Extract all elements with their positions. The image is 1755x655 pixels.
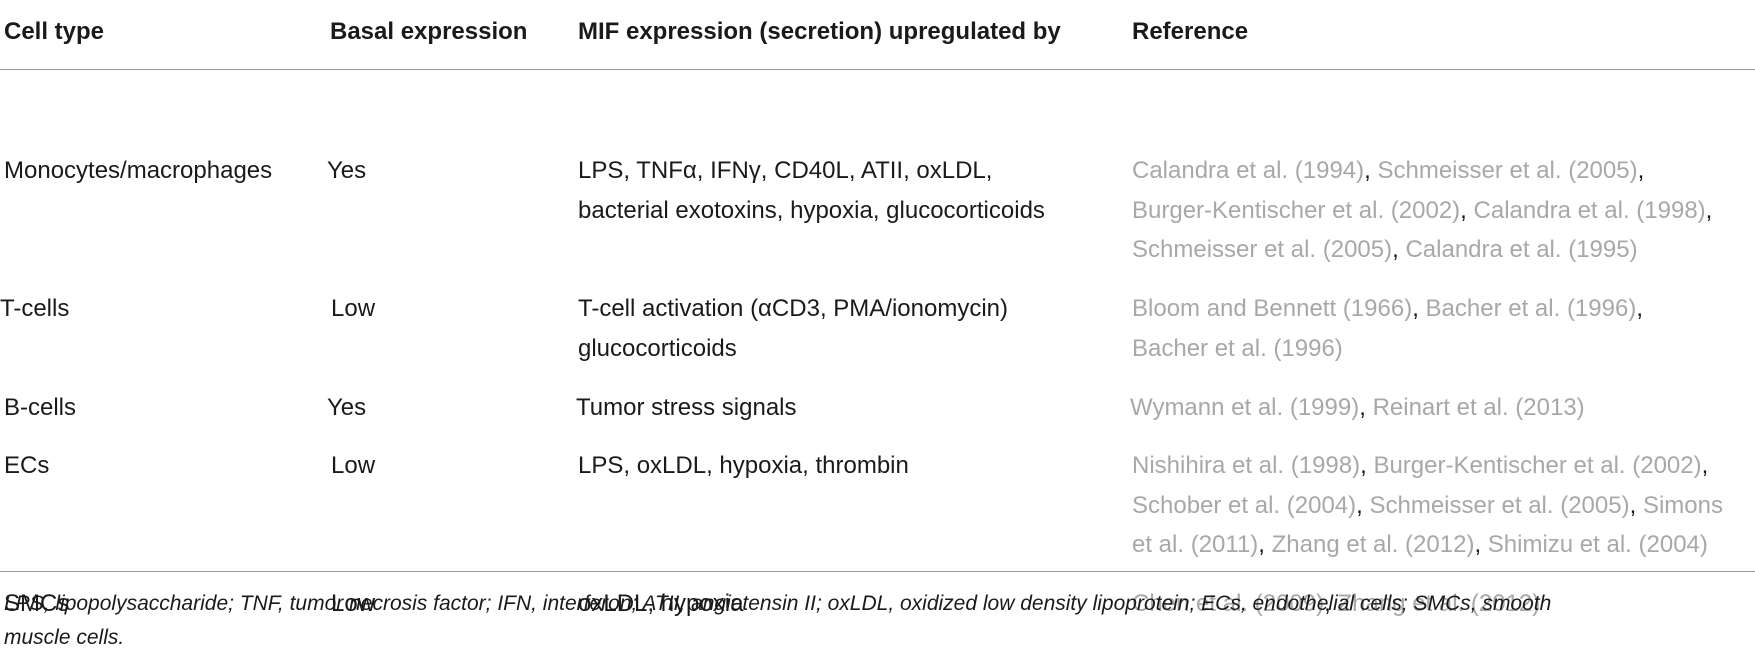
basal-expression: Low <box>331 452 376 479</box>
reference-link[interactable]: Calandra et al. (1998) <box>1473 196 1706 224</box>
cell-type: ECs <box>4 452 50 479</box>
basal-expression: Low <box>331 590 376 617</box>
reference-link[interactable]: Zhang et al. (2012) <box>1337 590 1541 617</box>
reference-link[interactable]: Wymann et al. (1999) <box>1130 394 1360 421</box>
cell-type: SMCs <box>4 590 70 617</box>
reference-link[interactable]: Nishihira et al. (1998) <box>1132 452 1361 479</box>
reference-link[interactable]: Zhang et al. (2012) <box>1271 531 1475 558</box>
cell-type: B-cells <box>4 394 77 421</box>
reference-line: Schmeisser et al. (2005), Calandra et al… <box>1132 236 1638 263</box>
reference-link[interactable]: Simons <box>1642 491 1723 519</box>
upregulated-line: glucocorticoids <box>578 334 737 362</box>
reference-link[interactable]: Bacher et al. (1996) <box>1132 334 1343 362</box>
cell-type: Monocytes/macrophages <box>4 157 273 184</box>
reference-line: Calandra et al. (1994), Schmeisser et al… <box>1132 157 1645 184</box>
reference-line: Schober et al. (2004), Schmeisser et al.… <box>1132 491 1723 519</box>
reference-line: Nishihira et al. (1998), Burger-Kentisch… <box>1132 452 1709 479</box>
upregulated-line: bacterial exotoxins, hypoxia, glucocorti… <box>578 196 1045 224</box>
footnote-line: muscle cells. <box>4 626 125 649</box>
reference-line: Bloom and Bennett (1966), Bacher et al. … <box>1132 295 1643 322</box>
reference-link[interactable]: Bacher et al. (1996) <box>1425 295 1637 322</box>
cell-type: T-cells <box>0 295 70 322</box>
reference-link[interactable]: Schmeisser et al. (2005) <box>1132 236 1393 263</box>
reference-line: Wymann et al. (1999), Reinart et al. (20… <box>1130 394 1585 421</box>
reference-line: Burger-Kentischer et al. (2002), Calandr… <box>1132 196 1713 224</box>
footnote-line: LPS, lipopolysaccharide; TNF, tumor necr… <box>4 592 1552 615</box>
upregulated-line: T-cell activation (αCD3, PMA/ionomycin) <box>578 295 1008 322</box>
header-upregulated-by: MIF expression (secretion) upregulated b… <box>578 18 1061 45</box>
reference-link[interactable]: Calandra et al. (1995) <box>1405 236 1638 263</box>
reference-line: Bacher et al. (1996) <box>1132 329 1343 369</box>
basal-expression: Yes <box>327 394 367 421</box>
upregulated-line: oxLDL, hypoxia <box>578 590 744 617</box>
reference-link[interactable]: Burger-Kentischer et al. (2002) <box>1373 452 1702 479</box>
reference-link[interactable]: Burger-Kentischer et al. (2002) <box>1132 196 1461 224</box>
header-basal-expression: Basal expression <box>330 18 528 45</box>
reference-link[interactable]: Shimizu et al. (2004) <box>1487 531 1708 558</box>
reference-link[interactable]: et al. (2011) <box>1132 531 1259 558</box>
reference-link[interactable]: Reinart et al. (2013) <box>1372 394 1585 421</box>
reference-line: et al. (2011), Zhang et al. (2012), Shim… <box>1132 531 1708 558</box>
reference-link[interactable]: Chen et al. (2009) <box>1132 590 1325 617</box>
upregulated-line: Tumor stress signals <box>576 394 797 421</box>
reference-link[interactable]: Calandra et al. (1994) <box>1132 157 1365 184</box>
header-reference: Reference <box>1132 18 1249 45</box>
reference-link[interactable]: Schmeisser et al. (2005) <box>1369 491 1630 519</box>
reference-link[interactable]: Schober et al. (2004) <box>1132 491 1357 519</box>
upregulated-line: LPS, oxLDL, hypoxia, thrombin <box>578 452 909 479</box>
basal-expression: Yes <box>327 157 367 184</box>
table-bottom-rule <box>0 571 1755 572</box>
reference-link[interactable]: Schmeisser et al. (2005) <box>1377 157 1638 184</box>
header-cell-type: Cell type <box>4 18 105 45</box>
upregulated-line: LPS, TNFα, IFNγ, CD40L, ATII, oxLDL, <box>578 157 993 184</box>
basal-expression: Low <box>331 295 376 322</box>
reference-link[interactable]: Bloom and Bennett (1966) <box>1132 295 1413 322</box>
table-footnote: LPS, lipopolysaccharide; TNF, tumor necr… <box>4 587 1754 655</box>
table-header-row: Cell type Basal expression MIF expressio… <box>0 0 1755 70</box>
reference-line: Chen et al. (2009), Zhang et al. (2012) <box>1132 590 1541 617</box>
